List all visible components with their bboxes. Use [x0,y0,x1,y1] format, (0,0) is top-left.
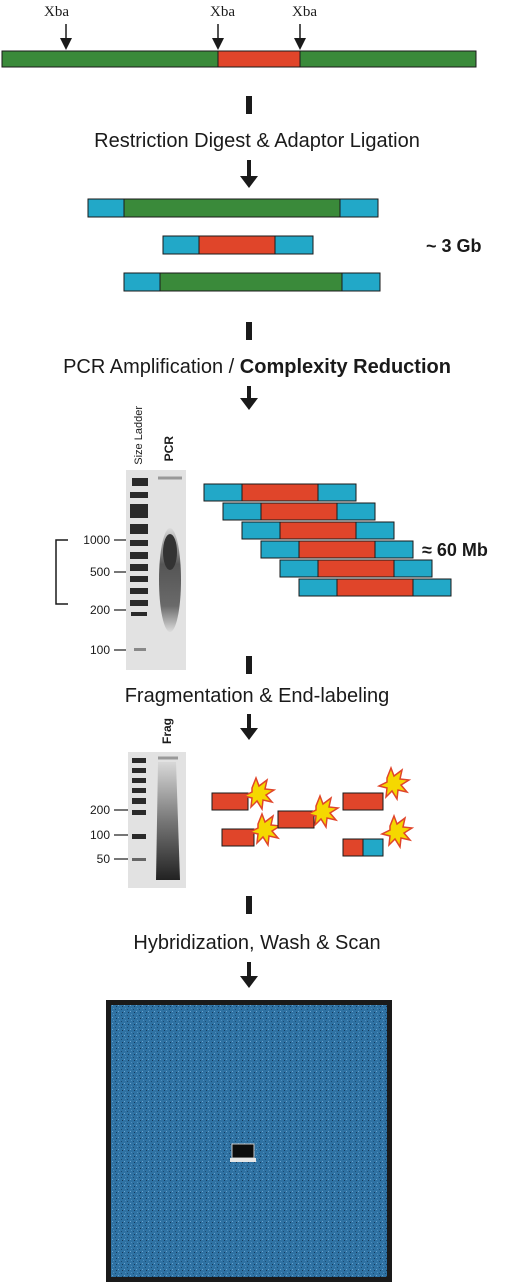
step-label-hybridization-text: Hybridization, Wash & Scan [133,932,381,954]
frag-gel-ticks [114,809,128,860]
digest-fragment-1 [87,198,379,218]
step-label-pcr: PCR Amplification / Complexity Reduction [0,356,514,379]
step-arrow-3 [240,656,258,740]
xba-site-label-3: Xba [292,4,317,20]
frag-ladder-bands [132,758,146,861]
labeled-fragment-3 [277,793,341,830]
ladder-bands [130,478,148,651]
frag-gel [128,752,186,888]
frag-tick-50: 50 [96,852,110,866]
amplified-fragment-stack [203,483,452,597]
step-arrow-2 [240,322,258,410]
amplicon-2 [222,502,376,521]
step-arrow-4 [240,896,258,988]
labeled-fragment-5 [342,813,415,857]
digest-fragment-3 [123,272,381,292]
step-label-fragmentation-text: Fragmentation & End-labeling [124,685,390,707]
genomic-dna-bar [1,50,477,68]
size-label-digest: ~ 3 Gb [426,236,482,256]
size-label-pcr: ≈ 60 Mb [422,540,488,560]
labeled-fragment-4 [342,765,412,811]
frag-tick-200: 200 [89,803,110,817]
lane-label-frag: Frag [160,718,174,745]
step-label-pcr-bold: Complexity Reduction [239,356,451,378]
amplicon-4 [260,540,414,559]
step-label-hybridization: Hybridization, Wash & Scan [0,932,514,955]
labeled-fragment-1 [211,775,277,812]
xba-site-label-1: Xba [44,4,69,20]
digest-fragment-2 [162,235,314,255]
step-label-pcr-text: PCR Amplification / [63,356,240,378]
frag-smear [156,762,180,880]
xba-site-label-2: Xba [210,4,235,20]
pcr-tick-100: 100 [89,643,110,657]
step-label-digest: Restriction Digest & Adaptor Ligation [0,130,514,153]
frag-tick-100: 100 [89,828,110,842]
pcr-tick-1000: 1000 [83,533,110,547]
amplicon-3 [241,521,395,540]
pcr-gel [126,470,186,670]
step-label-digest-text: Restriction Digest & Adaptor Ligation [94,130,420,152]
amplicon-5 [279,559,433,578]
step-arrow-1 [240,96,258,188]
pcr-gel-ticks [114,539,126,651]
lane-label-size-ladder: Size Ladder [133,406,145,465]
step-label-fragmentation: Fragmentation & End-labeling [0,685,514,708]
microarray-scan-image [106,1000,392,1282]
amplicon-1 [203,483,357,502]
labeled-fragments [211,765,415,857]
pcr-tick-500: 500 [89,565,110,579]
labeled-fragment-2 [221,811,283,848]
amplicon-6 [298,578,452,597]
pcr-tick-200: 200 [89,603,110,617]
lane-label-pcr: PCR [162,436,176,462]
size-selection-bracket [55,539,68,605]
